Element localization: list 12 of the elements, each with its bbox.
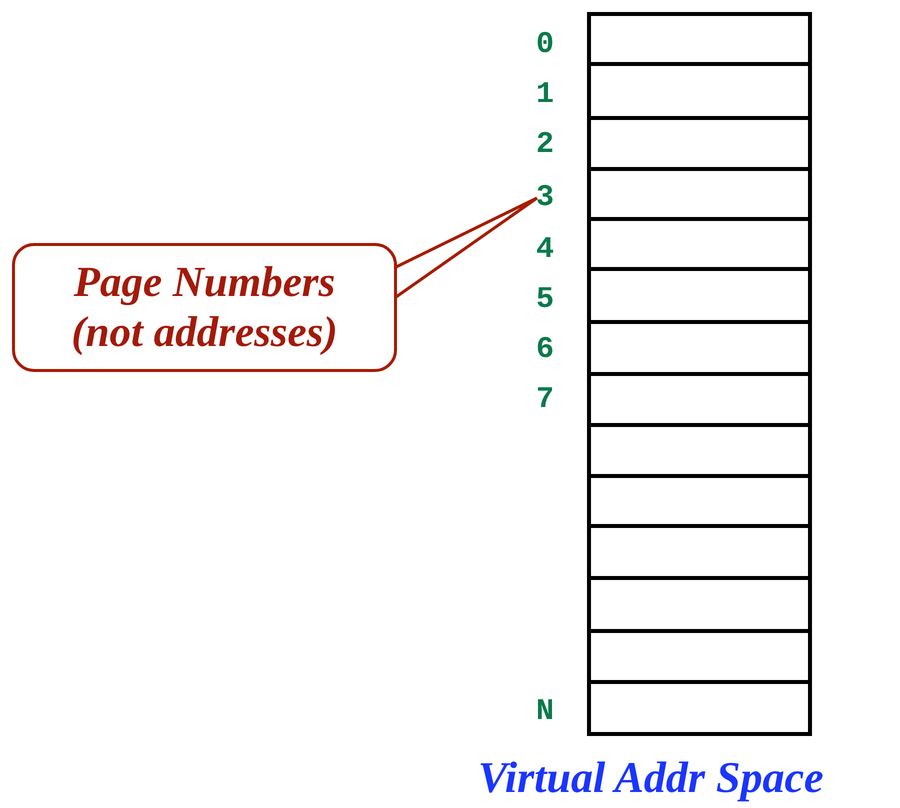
callout-pointer <box>394 196 538 298</box>
caption: Virtual Addr Space <box>478 752 824 803</box>
page-number: 0 <box>534 28 555 62</box>
callout-bubble: Page Numbers (not addresses) <box>12 243 397 372</box>
page-number: 1 <box>534 78 555 112</box>
page-number: 2 <box>534 128 555 162</box>
page-number: 3 <box>533 181 557 215</box>
page-number: 6 <box>534 333 555 367</box>
page-number: 4 <box>534 233 555 267</box>
page-number: 5 <box>534 283 555 317</box>
page-number: N <box>534 695 555 729</box>
page-number: 7 <box>534 383 555 417</box>
